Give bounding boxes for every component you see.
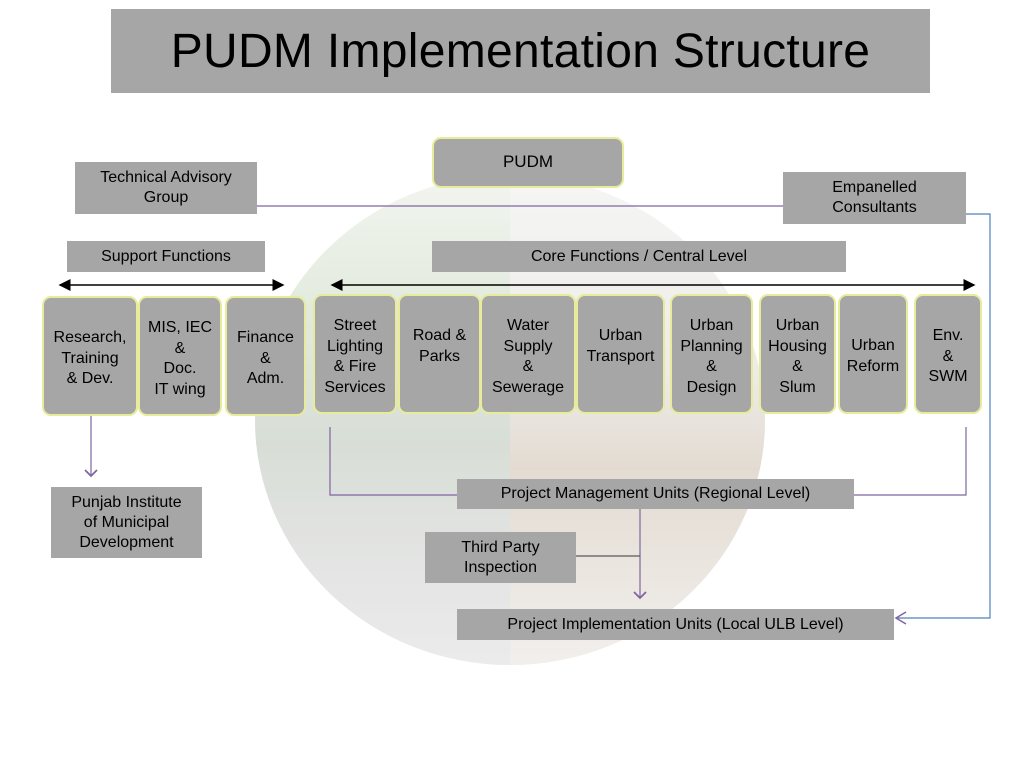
core-function-box: Road & Parks — [398, 294, 481, 414]
page-title: PUDM Implementation Structure — [170, 24, 871, 78]
core-function-box: Urban Housing & Slum — [759, 294, 836, 414]
pmu-label: Project Management Units (Regional Level… — [500, 485, 811, 502]
core-to-pmu-left — [329, 427, 457, 496]
core-function-label: Urban Housing & Slum — [768, 317, 827, 396]
pudm-box: PUDM — [432, 137, 624, 188]
consultants-to-piu-arrowhead — [894, 611, 907, 625]
empanelled-consultants-label: Empanelled Consultants — [832, 179, 917, 216]
pudm-label: PUDM — [502, 152, 554, 172]
piu-label: Project Implementation Units (Local ULB … — [507, 615, 844, 633]
title-box: PUDM Implementation Structure — [111, 9, 930, 93]
punjab-institute-label: Punjab Institute of Municipal Developmen… — [71, 493, 182, 551]
consultants-to-piu-line — [896, 213, 991, 619]
support-function-label: Finance & Adm. — [237, 329, 294, 387]
core-function-box: Street Lighting & Fire Services — [313, 294, 397, 414]
piu-box: Project Implementation Units (Local ULB … — [457, 609, 894, 640]
empanelled-consultants-box: Empanelled Consultants — [783, 172, 966, 224]
third-party-inspection-box: Third Party Inspection — [425, 532, 576, 583]
core-functions-header: Core Functions / Central Level — [432, 241, 846, 272]
punjab-institute-box: Punjab Institute of Municipal Developmen… — [51, 487, 202, 558]
core-function-label: Env. & SWM — [928, 327, 968, 385]
support-function-box: Finance & Adm. — [225, 296, 306, 416]
core-function-box: Water Supply & Sewerage — [480, 294, 576, 414]
core-function-label: Water Supply & Sewerage — [491, 317, 565, 396]
core-function-box: Urban Transport — [576, 294, 665, 414]
core-function-label: Urban Reform — [846, 337, 900, 375]
support-function-label: Research, Training & Dev. — [53, 329, 127, 387]
core-function-box: Urban Planning & Design — [670, 294, 753, 414]
third-party-inspection-label: Third Party Inspection — [461, 538, 540, 576]
core-functions-label: Core Functions / Central Level — [530, 247, 748, 265]
pmu-box: Project Management Units (Regional Level… — [457, 479, 854, 509]
core-function-label: Urban Planning & Design — [680, 317, 743, 396]
core-function-label: Urban Transport — [586, 327, 655, 365]
core-to-pmu-right — [854, 427, 967, 496]
core-function-box: Urban Reform — [838, 294, 908, 414]
core-function-box: Env. & SWM — [914, 294, 982, 414]
support-function-label: MIS, IEC & Doc. IT wing — [147, 319, 212, 398]
support-functions-label: Support Functions — [101, 247, 231, 265]
technical-advisory-label: Technical Advisory Group — [100, 169, 232, 206]
technical-advisory-box: Technical Advisory Group — [75, 162, 257, 214]
support-function-box: Research, Training & Dev. — [42, 296, 138, 416]
support-function-box: MIS, IEC & Doc. IT wing — [138, 296, 222, 416]
support-functions-header: Support Functions — [67, 241, 265, 272]
core-function-label: Street Lighting & Fire Services — [324, 317, 386, 396]
core-function-label: Road & Parks — [412, 327, 467, 365]
